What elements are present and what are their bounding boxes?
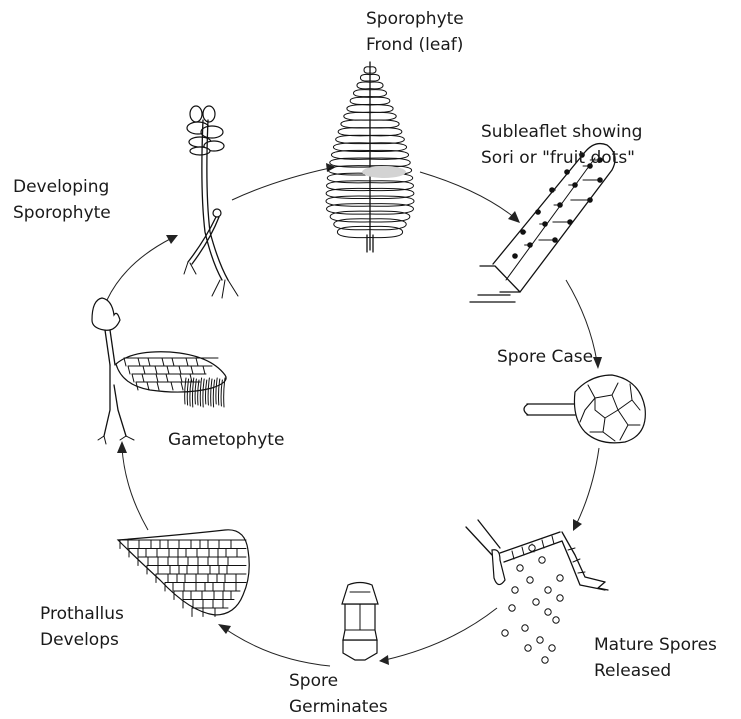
- arrow-dev-sporophyte-to-frond: [232, 168, 330, 200]
- arrow-gametophyte-to-dev-sporophyte: [107, 238, 172, 300]
- developing-sporophyte-illustration: [184, 106, 238, 298]
- arrow-prothallus-to-gametophyte: [122, 448, 148, 530]
- sporophyte-frond-illustration: [326, 62, 414, 252]
- label-sporophyte-frond: Sporophyte Frond (leaf): [366, 9, 469, 55]
- label-subleaflet-sori: Subleaflet showing Sori or "fruit dots": [481, 122, 648, 168]
- label-spore-germinates: Spore Germinates: [289, 671, 388, 717]
- germinating-spore-illustration: [342, 583, 378, 661]
- spore-case-illustration: [524, 375, 645, 443]
- mature-spores-illustration: [466, 520, 608, 663]
- label-developing-sporophyte: Developing Sporophyte: [13, 177, 115, 223]
- gametophyte-illustration: [92, 298, 226, 444]
- arrow-sporecase-to-spores: [576, 448, 599, 525]
- prothallus-illustration: [118, 530, 249, 617]
- label-gametophyte: Gametophyte: [168, 430, 284, 450]
- arrow-frond-to-subleaflet: [420, 172, 515, 218]
- arrow-germinates-to-prothallus: [224, 628, 330, 666]
- label-mature-spores: Mature Spores Released: [594, 635, 722, 681]
- label-prothallus: Prothallus Develops: [40, 604, 129, 650]
- label-spore-case: Spore Case: [497, 347, 593, 367]
- arrow-spores-to-germinates: [385, 608, 497, 660]
